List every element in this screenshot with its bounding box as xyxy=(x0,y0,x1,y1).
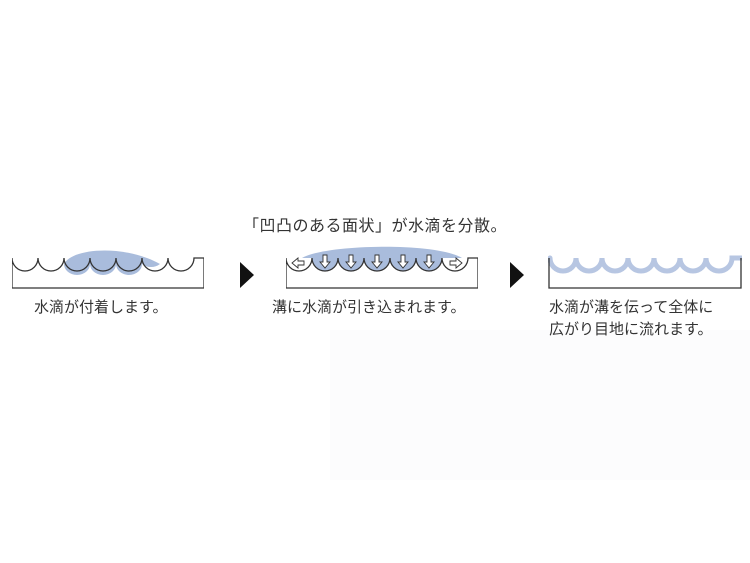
panel-spread-and-flow xyxy=(548,244,742,294)
down-arrow xyxy=(371,254,383,269)
surface-diagram-2 xyxy=(286,246,478,289)
caption-step-3: 水滴が溝を伝って全体に 広がり目地に流れます。 xyxy=(549,296,713,340)
next-step-arrow xyxy=(240,262,254,288)
caption-line: 水滴が溝を伝って全体に xyxy=(549,298,714,316)
down-arrow xyxy=(319,254,331,269)
caption-line: 溝に水滴が引き込まれます。 xyxy=(272,298,466,316)
water-layer xyxy=(302,246,462,258)
down-arrow xyxy=(345,254,357,269)
caption-step-1: 水滴が付着します。 xyxy=(34,296,168,318)
caption-line: 広がり目地に流れます。 xyxy=(549,320,713,338)
panel-droplet-adheres xyxy=(12,244,204,294)
water-droplet xyxy=(64,250,160,264)
grooved-surface xyxy=(12,257,204,289)
down-arrow xyxy=(397,254,409,269)
water-in-grooves xyxy=(64,264,160,275)
tile-base xyxy=(548,258,742,289)
diagram-title: 「凹凸のある面状」が水滴を分散。 xyxy=(242,216,507,235)
surface-diagram-3 xyxy=(548,255,742,289)
right-flow-arrow xyxy=(449,257,463,269)
next-step-arrow xyxy=(510,262,524,288)
background-shade xyxy=(330,330,750,480)
grooved-surface xyxy=(286,257,478,289)
left-flow-arrow xyxy=(291,257,305,269)
caption-line: 水滴が付着します。 xyxy=(34,298,168,316)
surface-diagram-1 xyxy=(12,250,204,289)
water-film xyxy=(548,255,742,274)
down-arrow xyxy=(423,254,435,269)
caption-step-2: 溝に水滴が引き込まれます。 xyxy=(272,296,466,318)
panel-drawn-into-grooves xyxy=(286,244,478,294)
